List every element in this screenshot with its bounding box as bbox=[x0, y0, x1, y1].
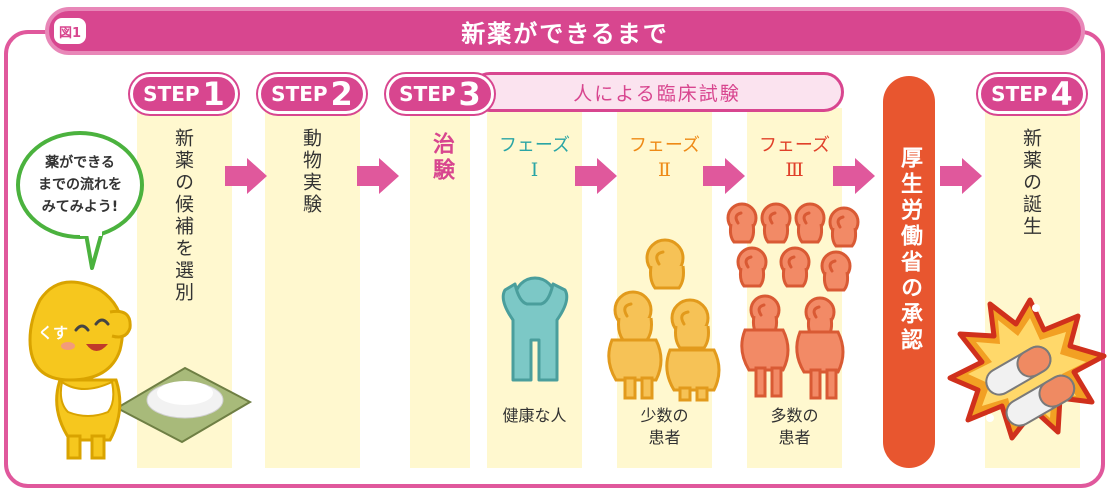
step-label: STEP bbox=[143, 82, 200, 106]
figure-label: 図1 bbox=[54, 18, 86, 44]
speech-text: 薬ができる までの流れを みてみよう! bbox=[18, 152, 142, 218]
arrow-right-icon bbox=[703, 158, 745, 194]
phase-numeral: Ⅲ bbox=[785, 159, 804, 181]
phase-label: フェーズ bbox=[758, 135, 831, 156]
mascot-name: くす bbox=[38, 324, 69, 342]
speech-line: みてみよう! bbox=[41, 199, 119, 215]
step-number: 1 bbox=[202, 75, 225, 113]
phase1-subjects: 健康な人 bbox=[487, 405, 582, 427]
phase-numeral: Ⅱ bbox=[658, 159, 671, 181]
step3-badge: STEP 3 bbox=[386, 74, 494, 114]
phase2-header: フェーズ Ⅱ bbox=[617, 134, 712, 182]
subjects-text: 患者 bbox=[648, 428, 681, 447]
page-title: 新薬ができるまで bbox=[461, 19, 669, 48]
phase2-subjects: 少数の 患者 bbox=[617, 405, 712, 449]
step-number: 3 bbox=[458, 75, 481, 113]
person-icon bbox=[607, 238, 721, 402]
person-icon bbox=[501, 276, 569, 382]
title-bar: 新薬ができるまで bbox=[45, 7, 1085, 55]
step2-badge: STEP 2 bbox=[258, 74, 366, 114]
step-label: STEP bbox=[399, 82, 456, 106]
person-icon bbox=[726, 202, 860, 400]
step-label: STEP bbox=[271, 82, 328, 106]
column-step2 bbox=[265, 90, 360, 468]
phase3-header: フェーズ Ⅲ bbox=[747, 134, 842, 182]
speech-line: までの流れを bbox=[38, 177, 122, 193]
clinical-trial-label: 人による臨床試験 bbox=[573, 82, 741, 105]
step4-badge: STEP 4 bbox=[978, 74, 1086, 114]
step-label: STEP bbox=[991, 82, 1048, 106]
phase-label: フェーズ bbox=[498, 135, 571, 156]
approval-text: 厚生労働省の承認 bbox=[897, 146, 922, 354]
step1-text: 新薬の候補を選別 bbox=[172, 128, 194, 304]
subjects-text: 少数の bbox=[640, 406, 689, 425]
subjects-text: 健康な人 bbox=[502, 406, 567, 425]
subjects-text: 多数の bbox=[770, 406, 819, 425]
powder-icon bbox=[114, 366, 253, 444]
step-number: 4 bbox=[1050, 75, 1073, 113]
phase-numeral: Ⅰ bbox=[530, 159, 539, 181]
capsule-icon bbox=[947, 297, 1107, 441]
phase1-header: フェーズ Ⅰ bbox=[487, 134, 582, 182]
step3-text: 治験 bbox=[429, 132, 454, 184]
phase-label: フェーズ bbox=[628, 135, 701, 156]
arrow-right-icon bbox=[940, 158, 982, 194]
step1-badge: STEP 1 bbox=[130, 74, 238, 114]
column-step3 bbox=[410, 90, 470, 468]
phase3-subjects: 多数の 患者 bbox=[747, 405, 842, 449]
step4-text: 新薬の誕生 bbox=[1020, 128, 1042, 238]
subjects-text: 患者 bbox=[778, 428, 811, 447]
arrow-right-icon bbox=[357, 158, 399, 194]
step2-text: 動物実験 bbox=[300, 128, 322, 216]
arrow-right-icon bbox=[575, 158, 617, 194]
arrow-right-icon bbox=[833, 158, 875, 194]
step-number: 2 bbox=[330, 75, 353, 113]
speech-line: 薬ができる bbox=[45, 155, 115, 171]
clinical-trial-bar: 人による臨床試験 bbox=[470, 72, 844, 112]
arrow-right-icon bbox=[225, 158, 267, 194]
mascot-icon bbox=[28, 280, 132, 460]
speech-bubble bbox=[16, 131, 144, 270]
approval-bar bbox=[883, 76, 935, 468]
